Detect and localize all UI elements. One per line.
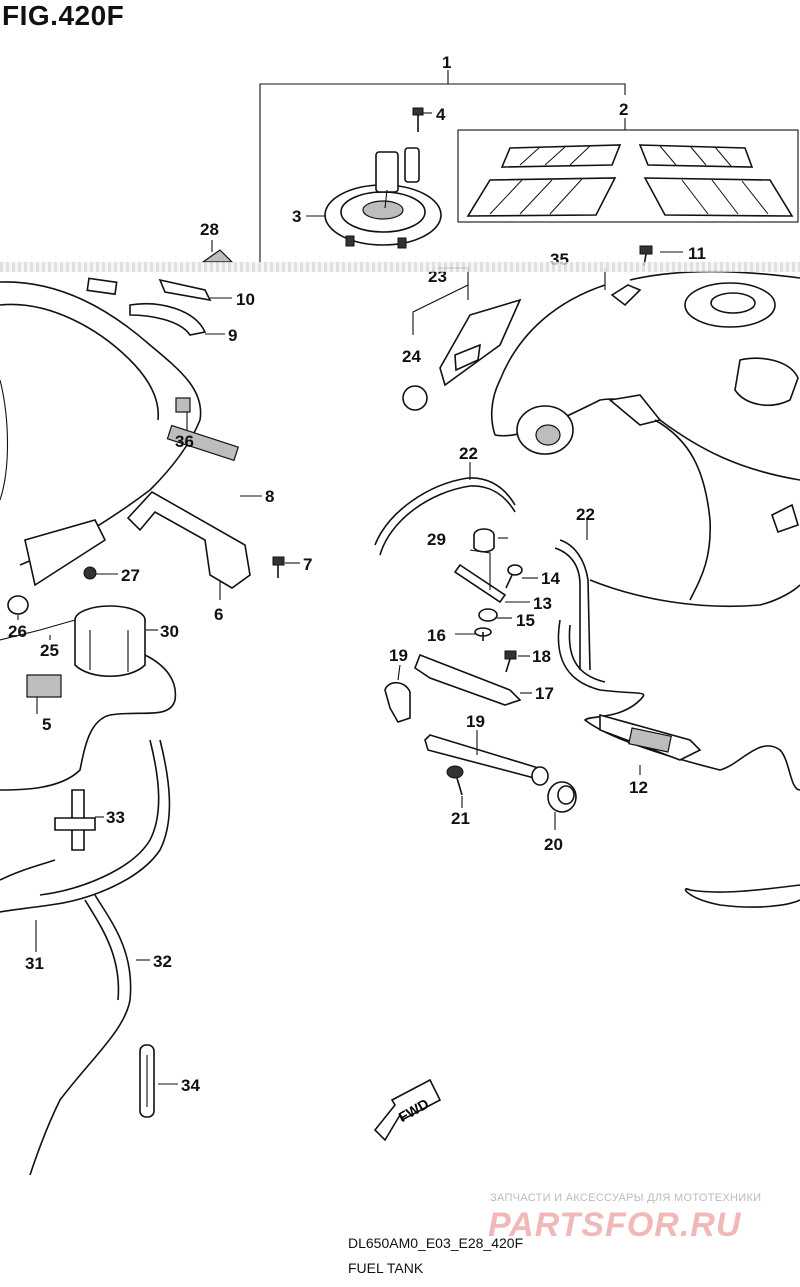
callout-13: 13 <box>533 594 552 613</box>
clip-34 <box>139 1044 155 1118</box>
callout-18: 18 <box>532 647 551 666</box>
callout-11: 11 <box>688 244 706 263</box>
callout-25: 25 <box>40 641 59 660</box>
figure-code: DL650AM0_E03_E28_420F <box>348 1235 524 1251</box>
callout-4: 4 <box>436 105 446 124</box>
callout-28: 28 <box>200 220 219 239</box>
callout-22b: 22 <box>576 505 595 524</box>
figure-name: FUEL TANK <box>348 1260 424 1276</box>
callout-19a: 19 <box>389 646 408 665</box>
collar-20 <box>547 781 577 813</box>
fuel-cap <box>324 147 442 249</box>
bolt-21 <box>446 765 464 796</box>
washer-16 <box>474 627 492 641</box>
screw-4 <box>412 107 424 132</box>
stay-19b <box>424 734 549 786</box>
bracket-13 <box>453 549 507 604</box>
callout-14: 14 <box>541 569 560 588</box>
callout-9: 9 <box>228 326 237 345</box>
emblem-set <box>457 129 799 223</box>
collar-30 <box>74 605 146 678</box>
bracket-23 <box>402 267 522 411</box>
hose-22b <box>554 539 591 671</box>
figure-title: FIG.420F <box>2 0 125 31</box>
callout-22a: 22 <box>459 444 478 463</box>
callout-27: 27 <box>121 566 140 585</box>
callout-8: 8 <box>265 487 274 506</box>
hose-22a <box>374 477 516 556</box>
pad-28 <box>201 249 234 263</box>
damper-15 <box>478 608 498 622</box>
right-fuel-tank <box>490 270 800 608</box>
hose-right-lower <box>684 884 800 908</box>
bolt-27 <box>83 566 97 580</box>
bolt-14 <box>505 564 523 589</box>
callout-30: 30 <box>160 622 179 641</box>
callout-24: 24 <box>402 347 421 366</box>
clip-19a <box>384 681 411 723</box>
damper-29 <box>473 528 495 553</box>
callout-20: 20 <box>544 835 563 854</box>
callout-33: 33 <box>106 808 125 827</box>
callout-19b: 19 <box>466 712 485 731</box>
fwd-arrow: FWD <box>373 1078 442 1142</box>
callout-36: 36 <box>175 432 194 451</box>
callout-3: 3 <box>292 207 301 226</box>
callout-34: 34 <box>181 1076 200 1095</box>
callout-5: 5 <box>42 715 51 734</box>
watermark-caption: ЗАПЧАСТИ И АКСЕССУАРЫ ДЛЯ МОТОТЕХНИКИ <box>490 1192 762 1204</box>
callout-16: 16 <box>427 626 446 645</box>
callout-10: 10 <box>236 290 255 309</box>
hoses-left <box>0 654 177 1176</box>
callout-15: 15 <box>516 611 535 630</box>
callout-32: 32 <box>153 952 172 971</box>
bolt-18 <box>504 650 517 673</box>
bracket-17 <box>414 653 522 706</box>
callout-21: 21 <box>451 809 470 828</box>
left-tank-cover <box>0 277 212 641</box>
watermark-logo: PARTSFOR.RU <box>488 1206 742 1244</box>
assembly-bracket-1 <box>259 70 626 262</box>
callout-26: 26 <box>8 622 27 641</box>
callout-31: 31 <box>25 954 44 973</box>
callout-12: 12 <box>629 778 648 797</box>
callout-7: 7 <box>303 555 312 574</box>
bracket-6 <box>126 424 251 589</box>
callout-17: 17 <box>535 684 554 703</box>
pad-5 <box>26 674 62 698</box>
callout-1: 1 <box>442 53 451 72</box>
callout-2: 2 <box>619 100 628 119</box>
leader-lines <box>17 112 683 1085</box>
callout-6: 6 <box>214 605 223 624</box>
callout-labels: 1 2 3 4 5 6 7 8 9 10 11 12 13 14 15 16 1… <box>8 53 706 1095</box>
rubber-12 <box>557 619 800 791</box>
scan-tear-line <box>0 262 800 272</box>
callout-29: 29 <box>427 530 446 549</box>
bolt-7 <box>272 556 285 578</box>
